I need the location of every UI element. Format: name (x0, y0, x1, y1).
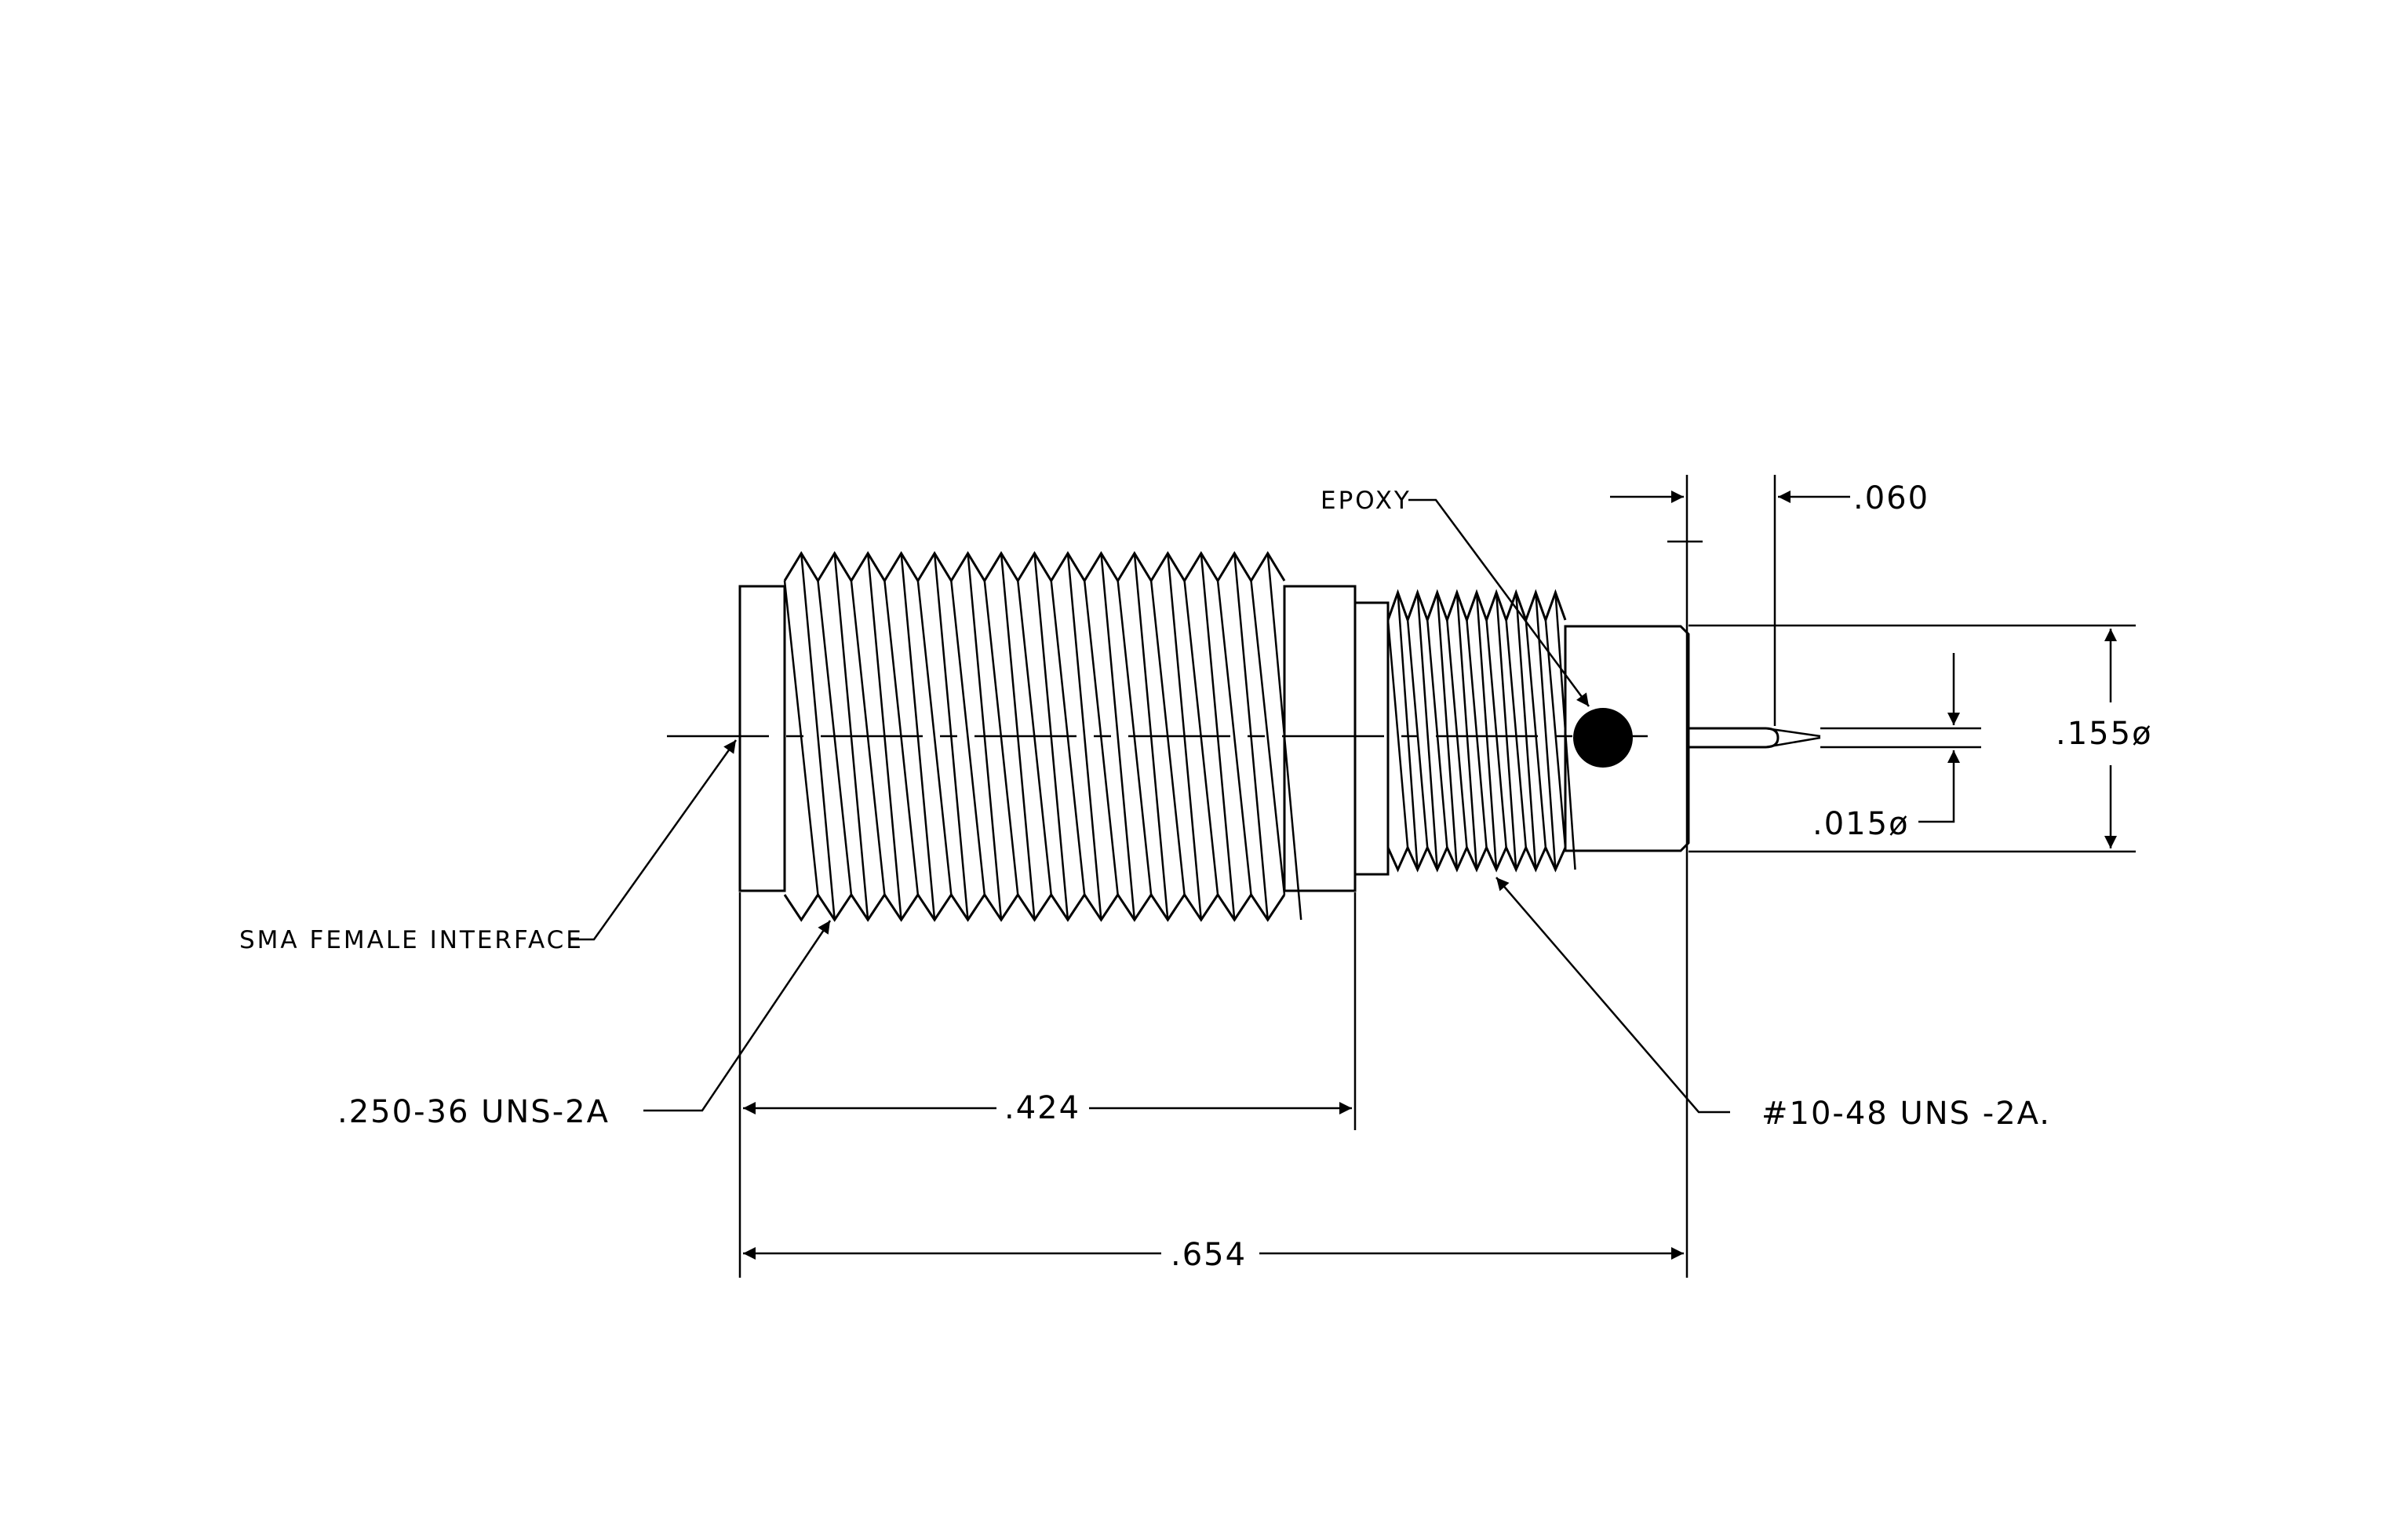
thread-root-line (1117, 580, 1153, 895)
thread-root-line (1466, 619, 1488, 848)
thread-crest-line (1397, 592, 1419, 870)
label-thread-10: #10-48 UNS -2A. (1761, 1096, 2051, 1132)
label-epoxy: EPOXY (1321, 487, 1412, 515)
thread-crest-line (1167, 553, 1203, 921)
thread-crest-line (1514, 592, 1537, 870)
thread-root-line (1050, 580, 1086, 895)
thread-root-line (1544, 619, 1567, 848)
leader-sma (570, 739, 738, 941)
thread-root-line (1505, 619, 1528, 848)
thread-root-line (1485, 619, 1507, 848)
label-060: .060 (1853, 480, 1929, 516)
thread-crest-line (933, 553, 969, 921)
leader-thread-10 (1495, 877, 1730, 1114)
thread-root-line (783, 580, 819, 895)
thread-root-line (883, 580, 920, 895)
thread-crest-line (1455, 592, 1478, 870)
label-thread-250: .250-36 UNS-2A (337, 1094, 610, 1130)
thread-crest-line (1475, 592, 1498, 870)
thread-crest-line (1066, 553, 1102, 921)
thread-crest-line (1133, 553, 1169, 921)
thread-root-line (1525, 619, 1547, 848)
thread-crest-line (866, 553, 902, 921)
left-flange (738, 585, 786, 892)
pin-tip (1765, 727, 1821, 738)
thread-crest-line (967, 553, 1003, 921)
thread-root-line (1426, 619, 1448, 848)
thread-root-line (1406, 619, 1429, 848)
thread-crest-line (1535, 592, 1557, 870)
rear-body (1564, 625, 1690, 852)
thread-crest-line (833, 553, 869, 921)
label-424: .424 (1004, 1090, 1080, 1126)
thread-root-line (1386, 619, 1409, 848)
thread-root-line (1017, 580, 1052, 895)
thread-root-line (1250, 580, 1286, 895)
epoxy-dot (1573, 708, 1633, 768)
thread-crest-line (1100, 553, 1136, 921)
dim-line-015-bot (1918, 750, 1960, 823)
large-thread (783, 551, 1302, 922)
thread-root-line (1183, 580, 1219, 895)
thread-root-line (1083, 580, 1119, 895)
thread-crest-line (1233, 553, 1270, 921)
label-015: .015ø (1812, 806, 1910, 842)
thread-root-line (817, 580, 853, 895)
leader-thread-250 (643, 920, 832, 1112)
thread-root-line (916, 580, 953, 895)
pin-tip-2 (1765, 736, 1821, 749)
label-155: .155ø (2056, 716, 2153, 752)
thread-crest-line (900, 553, 936, 921)
thread-crest-line (1495, 592, 1517, 870)
center-pin (1689, 727, 1780, 749)
thread-root-line (983, 580, 1019, 895)
thread-root-line (1149, 580, 1186, 895)
leader-epoxy (1408, 498, 1590, 707)
thread-root-line (950, 580, 986, 895)
label-654: .654 (1171, 1237, 1247, 1273)
thread-crest-line (800, 553, 836, 921)
thread-crest-line (1000, 553, 1036, 921)
thread-root-line (1446, 619, 1468, 848)
thread-crest-line (1436, 592, 1459, 870)
thread-crest-line (1200, 553, 1236, 921)
thread-crest-line (1033, 553, 1069, 921)
step-collar (1353, 601, 1390, 876)
thread-root-line (850, 580, 886, 895)
thread-crest-line (1416, 592, 1439, 870)
label-sma: SMA FEMALE INTERFACE (239, 926, 584, 954)
thread-root-line (1216, 580, 1252, 895)
small-thread (1386, 589, 1576, 873)
